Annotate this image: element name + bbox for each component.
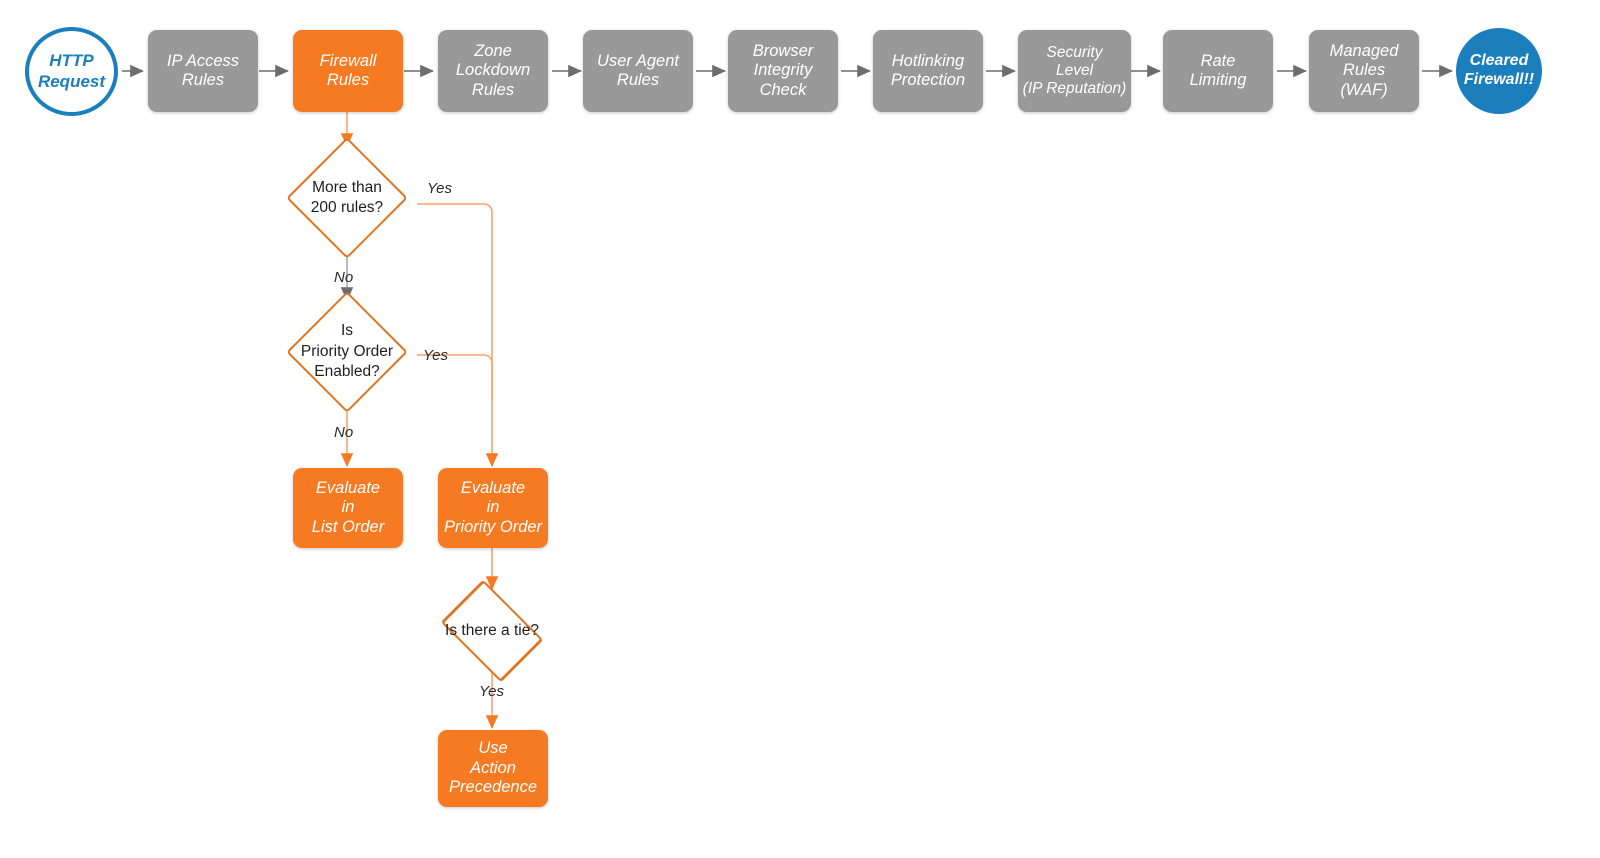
decision-label: Is Priority Order Enabled? [300,322,394,381]
step-managed-rules-waf[interactable]: Managed Rules (WAF) [1309,30,1419,112]
edge-label-yes-priority: Yes [423,347,449,364]
step-rate-limiting[interactable]: Rate Limiting [1163,30,1273,112]
edge-label-yes-tie: Yes [479,683,505,700]
step-hotlinking-protection[interactable]: Hotlinking Protection [873,30,983,112]
decision-is-priority-order-enabled[interactable]: Is Priority Order Enabled? [277,291,417,413]
step-firewall-rules[interactable]: Firewall Rules [293,30,403,112]
outcome-use-action-precedence[interactable]: Use Action Precedence [438,730,548,807]
step-user-agent-rules[interactable]: User Agent Rules [583,30,693,112]
step-ip-access-rules[interactable]: IP Access Rules [148,30,258,112]
step-zone-lockdown-rules[interactable]: Zone Lockdown Rules [438,30,548,112]
decision-is-there-a-tie[interactable]: Is there a tie? [422,579,562,683]
decision-label: More than 200 rules? [310,178,384,216]
start-node-http-request[interactable]: HTTP Request [25,27,118,116]
edge-label-no-200: No [334,269,354,286]
step-security-level-ip-reputation[interactable]: Security Level (IP Reputation) [1018,30,1131,112]
edge-label-yes-200: Yes [427,180,453,197]
step-browser-integrity-check[interactable]: Browser Integrity Check [728,30,838,112]
outcome-evaluate-in-priority-order[interactable]: Evaluate in Priority Order [438,468,548,548]
edge-label-no-priority: No [334,424,354,441]
end-node-cleared-firewall[interactable]: Cleared Firewall!! [1456,28,1542,114]
decision-label: Is there a tie? [445,621,539,639]
outcome-evaluate-in-list-order[interactable]: Evaluate in List Order [293,468,403,548]
decision-more-than-200-rules[interactable]: More than 200 rules? [277,137,417,259]
